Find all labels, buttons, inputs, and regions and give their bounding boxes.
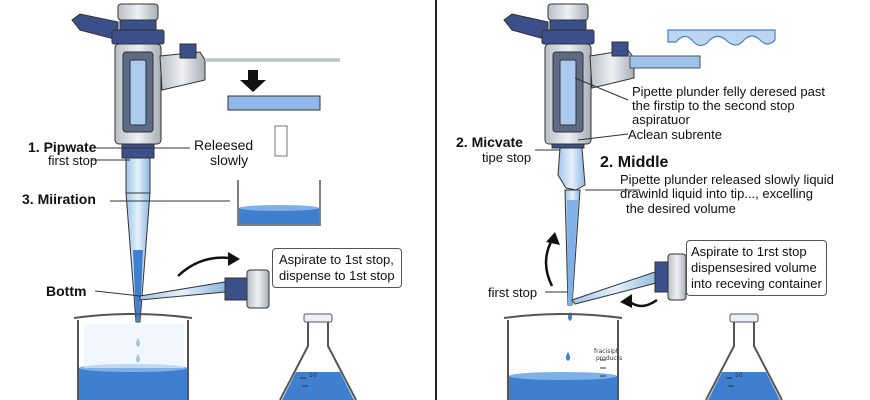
- label-clean-subrente: Aclean subrente: [628, 127, 722, 142]
- left-callout-line-1: Aspirate to 1st stop,: [279, 252, 394, 267]
- left-flask-tick: 50: [309, 372, 317, 379]
- right-flask-tick: 50: [735, 372, 743, 379]
- label-step-2-sub: tipe stop: [482, 150, 532, 165]
- left-flask: [279, 313, 357, 400]
- label-released-line1: Releesed: [194, 137, 254, 153]
- left-secondary-pipette: [139, 252, 270, 309]
- label-middle: 2. Middle: [600, 154, 669, 171]
- desc-line3: the desired volume: [626, 201, 736, 216]
- desc-line1: Pipette plunder released slowly liquid: [620, 172, 834, 187]
- desc-line2: drawinld liquid into tip..., excelling: [620, 186, 813, 201]
- left-leader-lines: [90, 147, 230, 297]
- right-secondary-pipette: [544, 232, 687, 308]
- label-top-line3: aspiratuor: [632, 112, 690, 127]
- right-callout-box: Aspirate to 1rst stop dispensesired volu…: [686, 240, 827, 296]
- beaker-tick-label-1: fracisipt: [594, 348, 619, 355]
- label-top-line2: the firstip to the second stop: [632, 98, 795, 113]
- left-callout-box: Aspirate to 1st stop, dispense to 1st st…: [272, 248, 402, 288]
- right-top-liquid: [667, 29, 776, 47]
- beaker-tick-label-2: products: [596, 355, 623, 362]
- label-top-line1: Pipette plunder felly deresed past: [632, 84, 825, 99]
- right-callout-line-2: dispensesired volume: [691, 260, 817, 275]
- label-step-1-sub: first stop: [48, 153, 98, 168]
- right-callout-line-1: Aspirate to 1rst stop: [691, 244, 807, 259]
- right-callout-line-3: into receving container: [691, 276, 822, 291]
- left-beaker: [73, 313, 193, 400]
- label-released-line2: slowly: [210, 152, 249, 168]
- right-beaker: [503, 313, 623, 400]
- left-dispense-illustration: [227, 70, 321, 226]
- label-first-stop: first stop: [488, 285, 538, 300]
- label-step-1-title: 1. Pipwate: [28, 139, 97, 155]
- label-step-2-title: 2. Micvate: [456, 134, 523, 150]
- label-step-3: 3. Miiration: [22, 191, 96, 207]
- left-callout-line-2: dispense to 1st stop: [279, 268, 395, 283]
- right-flask: [705, 313, 783, 400]
- right-leader-lines: [535, 77, 640, 293]
- left-pipette: [71, 3, 340, 363]
- right-pipette: [503, 3, 701, 321]
- label-bottom: Bottm: [46, 283, 87, 299]
